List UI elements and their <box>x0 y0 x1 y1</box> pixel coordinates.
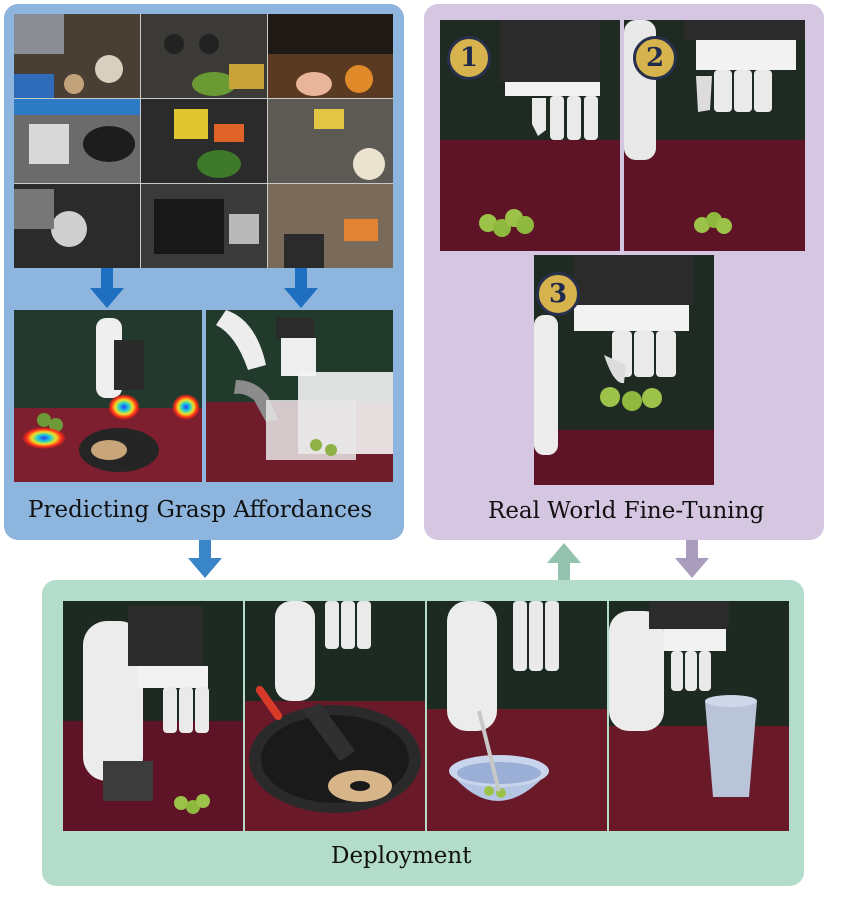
step-badge: 1 <box>447 36 491 80</box>
human-video-grid <box>14 14 393 268</box>
down-arrow-icon <box>188 540 222 578</box>
deployment-caption: Deployment <box>331 843 472 869</box>
deploy-grapes-photo <box>63 601 243 831</box>
down-arrow-icon <box>284 268 318 308</box>
step-badge: 3 <box>536 272 580 316</box>
deploy-pan-photo <box>245 601 425 831</box>
deploy-cup-photo <box>609 601 789 831</box>
step-badge: 2 <box>633 36 677 80</box>
down-arrow-icon <box>675 540 709 578</box>
affordance-caption: Predicting Grasp Affordances <box>28 497 373 523</box>
finetune-step-3-photo <box>534 255 714 485</box>
finetune-step-1-photo <box>440 20 620 251</box>
deploy-bowl-photo <box>427 601 607 831</box>
affordance-heatmap-photo <box>14 310 202 482</box>
hand-container-photo <box>206 310 393 482</box>
finetune-caption: Real World Fine-Tuning <box>488 498 765 524</box>
up-arrow-icon <box>547 543 581 581</box>
down-arrow-icon <box>90 268 124 308</box>
